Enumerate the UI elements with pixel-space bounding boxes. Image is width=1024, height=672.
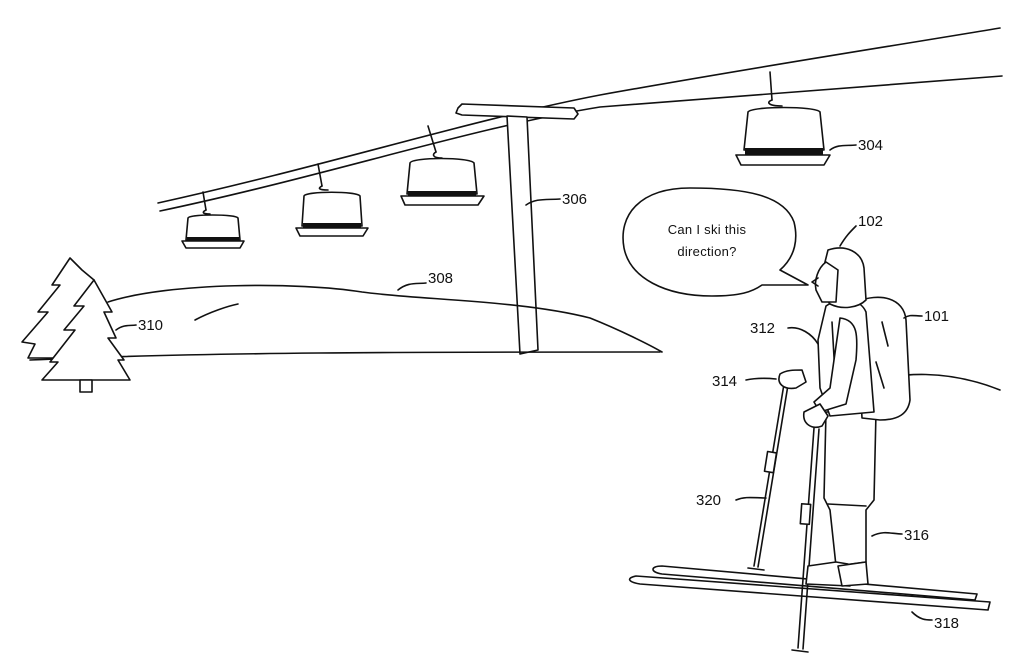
reference-labels: 304 306 308 310 102 101 312 314 320 316 … xyxy=(115,137,959,632)
label-312: 312 xyxy=(750,320,775,337)
label-314: 314 xyxy=(712,373,737,390)
label-316: 316 xyxy=(904,527,929,544)
speech-bubble-line-2: direction? xyxy=(677,244,736,259)
label-102: 102 xyxy=(858,213,883,230)
lift-tower xyxy=(455,103,579,355)
chairlift-chair-3 xyxy=(400,125,485,206)
lift-cables xyxy=(157,27,1003,212)
chairlift-chair-1 xyxy=(181,191,245,249)
chairlift-chair-304 xyxy=(735,71,831,166)
speech-bubble-line-1: Can I ski this xyxy=(668,222,747,237)
label-306: 306 xyxy=(562,191,587,208)
label-304: 304 xyxy=(858,137,883,154)
label-320: 320 xyxy=(696,492,721,509)
ski-poles xyxy=(747,383,820,653)
skier-person xyxy=(778,247,911,587)
pine-trees xyxy=(21,257,131,393)
chairlift-chair-2 xyxy=(295,163,369,237)
label-101: 101 xyxy=(924,308,949,325)
label-310: 310 xyxy=(138,317,163,334)
speech-bubble: Can I ski this direction? xyxy=(622,187,809,297)
label-318: 318 xyxy=(934,615,959,632)
label-308: 308 xyxy=(428,270,453,287)
